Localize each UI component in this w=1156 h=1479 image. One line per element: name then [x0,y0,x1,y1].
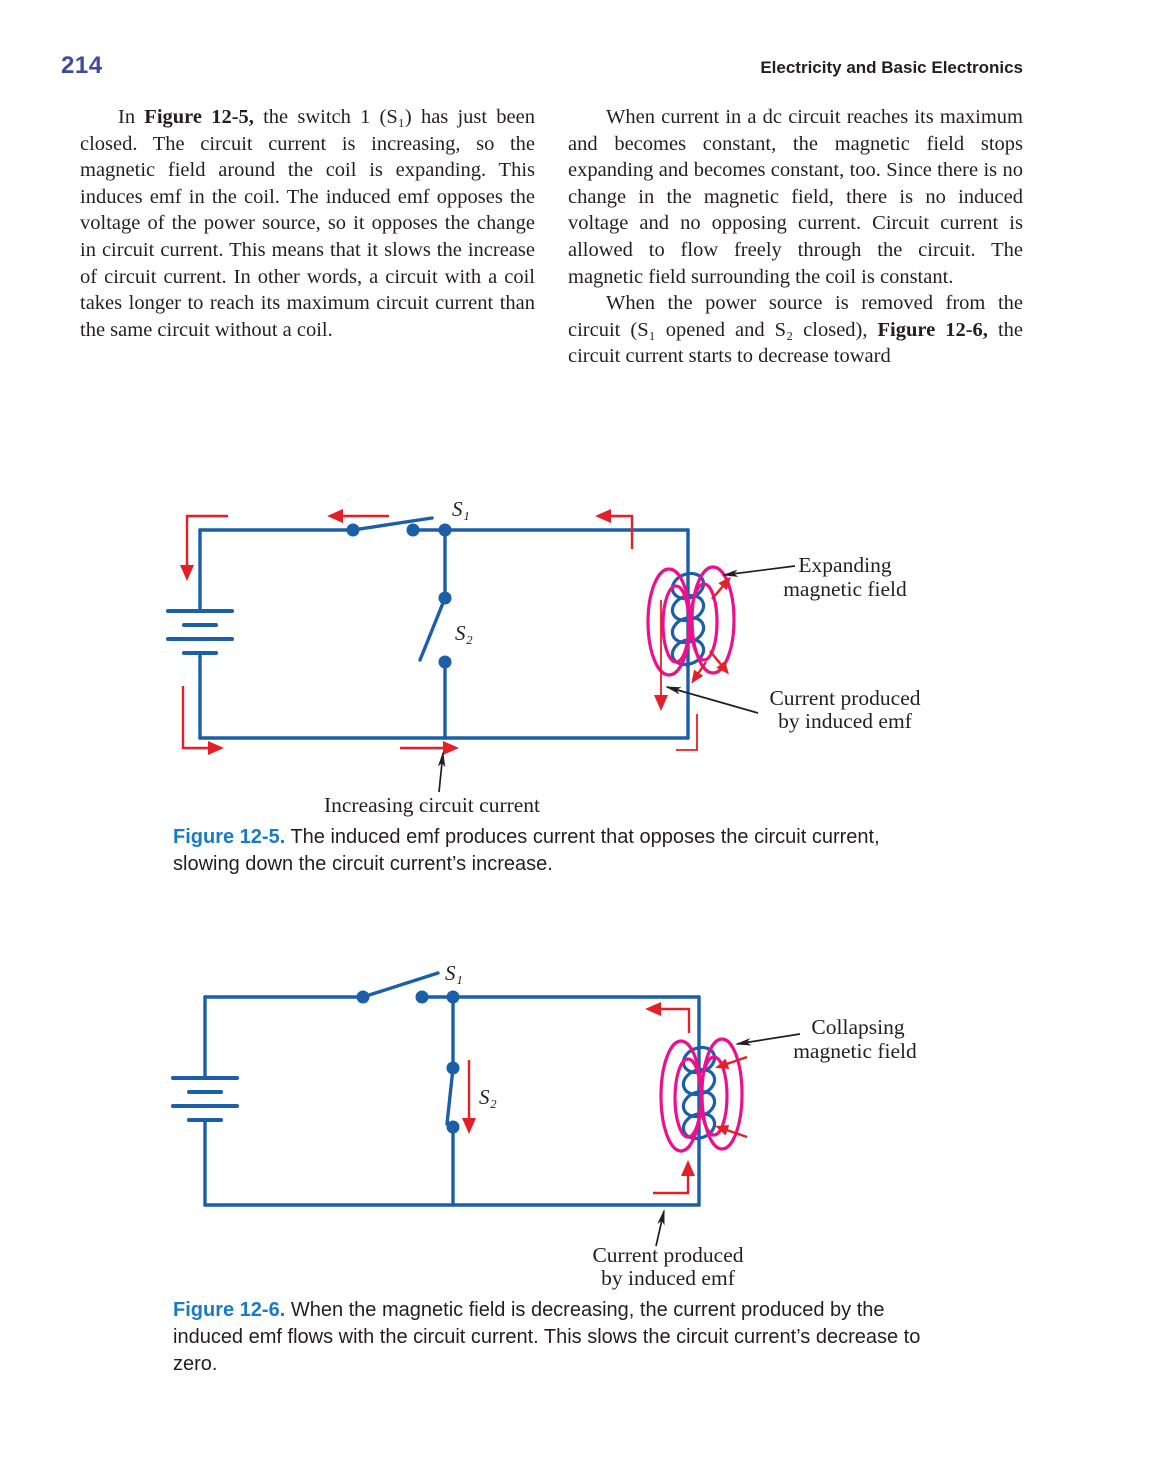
collapsing-field-label-line2: magnetic field [793,1039,917,1063]
induced-current-label-line2: by induced emf [601,1266,736,1290]
page-number: 214 [61,52,103,79]
switch-s2-label: S₂ [479,1085,497,1109]
switch-s2-closed [445,1061,460,1134]
figure-12-6-diagram: S₁ S₂ Collapsing magnetic field Current … [171,961,917,1290]
expanding-field-label-line2: magnetic field [783,577,907,601]
circuit-current-arrows [462,1002,695,1195]
text-column-left: In Figure 12-5, the switch 1 (S₁) has ju… [80,104,535,343]
annotation-arrows [437,565,796,793]
figure-reference-bold: Figure 12-5, [144,106,254,128]
annotation-arrows [655,1033,801,1247]
figure-12-5-caption: Figure 12-5. The induced emf produces cu… [173,824,923,878]
figure-12-6-caption-text: When the magnetic field is decreasing, t… [173,1299,921,1375]
paragraph-text: In [118,106,145,128]
circuit-wires [203,995,701,1207]
paragraph-text: the circuit current starts to decrease t… [568,318,1023,368]
figure-12-5-diagram: S₁ S₂ Expanding magnetic field Current p… [166,497,921,817]
text-column-right: When current in a dc circuit reaches its… [568,104,1023,370]
paragraph-text: the switch 1 (S₁) has just been closed. … [80,106,536,341]
paragraph-text: When the power source is removed from th… [568,292,1023,341]
induced-current-arrows [654,576,731,711]
body-paragraph: When current in a dc circuit reaches its… [568,104,1023,290]
collapsing-field-label-line1: Collapsing [811,1015,904,1039]
induced-current-label-line2: by induced emf [778,709,913,733]
switch-s2-label: S₂ [455,621,473,645]
figure-12-5-caption-number: Figure 12-5. [173,826,286,848]
switch-s1-open [356,971,460,1004]
induced-current-label-line1: Current produced [592,1243,743,1267]
switch-s1-closed [346,516,452,537]
running-header: Electricity and Basic Electronics [760,58,1023,77]
figure-12-5-caption-text: The induced emf produces current that op… [173,826,880,875]
paragraph-text: When current in a dc circuit reaches its… [568,106,1023,288]
figure-12-6-caption: Figure 12-6. When the magnetic field is … [173,1297,923,1378]
switch-s2-open [418,591,452,669]
body-paragraph: When the power source is removed from th… [568,290,1023,370]
figure-reference-bold: Figure 12-6, [877,318,988,341]
switch-s1-label: S₁ [452,497,470,521]
battery-symbol [171,1076,239,1122]
battery-symbol [166,609,234,655]
magnetic-field-lines-collapsing [659,1037,744,1153]
induced-current-label-line1: Current produced [769,686,920,710]
increasing-current-label: Increasing circuit current [324,793,540,817]
circuit-wires [198,528,690,740]
body-paragraph: In Figure 12-5, the switch 1 (S₁) has ju… [80,104,535,343]
magnetic-field-lines-expanding [646,565,736,677]
expanding-field-label-line1: Expanding [798,553,891,577]
switch-s1-label: S₁ [445,961,463,985]
figure-12-6-caption-number: Figure 12-6. [173,1299,286,1321]
field-collapse-arrows [715,1055,748,1139]
circuit-current-arrows [180,509,698,755]
